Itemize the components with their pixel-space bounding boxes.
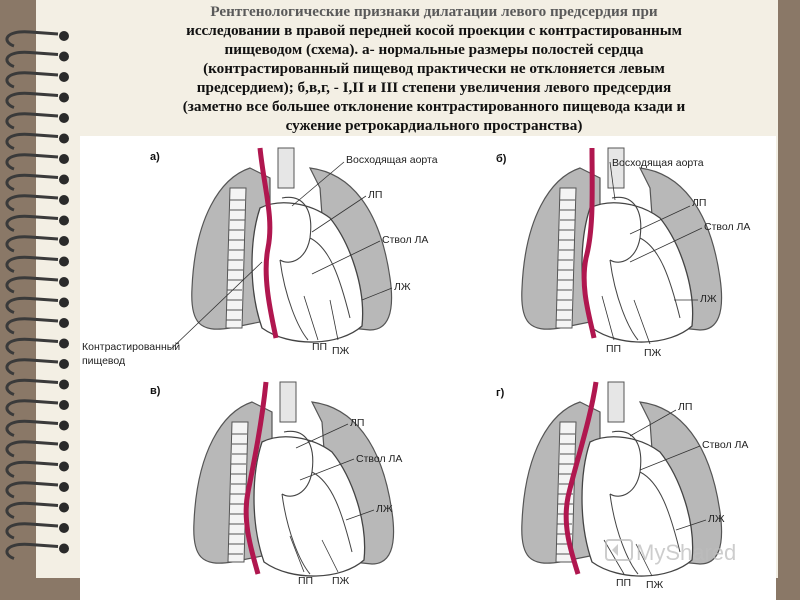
spiral-ring-icon [5, 91, 69, 109]
label-a-lzh: ЛЖ [394, 281, 411, 293]
label-b-lzh: ЛЖ [700, 293, 717, 305]
label-v-pp: ПП [298, 575, 313, 587]
label-a-esophagus-2: пищевод [82, 355, 125, 367]
label-b-la: Ствол ЛА [704, 221, 750, 233]
spiral-ring-icon [5, 153, 69, 171]
panel-b-letter: б) [496, 153, 507, 165]
spiral-ring-icon [5, 194, 69, 212]
spiral-ring-icon [5, 235, 69, 253]
spiral-ring-icon [5, 50, 69, 68]
label-g-lp: ЛП [678, 401, 692, 413]
spiral-ring-icon [5, 501, 69, 519]
spiral-ring-icon [5, 276, 69, 294]
panel-a [191, 147, 393, 343]
panel-b [521, 147, 723, 343]
spiral-ring-icon [5, 399, 69, 417]
panel-v-letter: в) [150, 385, 161, 397]
label-g-pp: ПП [616, 577, 631, 589]
spiral-ring-icon [5, 317, 69, 335]
label-b-lp: ЛП [692, 197, 706, 209]
caption-line-2: исследовании в правой передней косой про… [186, 22, 682, 39]
caption-line-7: сужение ретрокардиального пространства) [285, 117, 583, 134]
spiral-ring-icon [5, 214, 69, 232]
label-a-aorta: Восходящая аорта [346, 154, 438, 166]
caption-line-5: предсердием); б,в,г, - I,II и III степен… [196, 79, 672, 96]
spiral-ring-icon [5, 112, 69, 130]
label-b-aorta: Восходящая аорта [612, 157, 704, 169]
label-v-lzh: ЛЖ [376, 503, 393, 515]
spiral-binding [5, 30, 69, 560]
panel-a-letter: а) [150, 151, 160, 163]
spiral-ring-icon [5, 296, 69, 314]
spiral-ring-icon [5, 460, 69, 478]
label-a-pzh: ПЖ [332, 345, 350, 357]
spiral-ring-icon [5, 71, 69, 89]
label-a-pp: ПП [312, 341, 327, 353]
spiral-ring-icon [5, 30, 69, 48]
panel-g-letter: г) [496, 387, 505, 399]
label-g-lzh: ЛЖ [708, 513, 725, 525]
label-g-la: Ствол ЛА [702, 439, 748, 451]
label-b-pzh: ПЖ [644, 347, 662, 359]
spiral-ring-icon [5, 440, 69, 458]
label-a-esophagus-1: Контрастированный [82, 341, 180, 353]
panel-v [193, 381, 395, 577]
spiral-ring-icon [5, 337, 69, 355]
watermark: MyShared [605, 539, 736, 565]
spiral-ring-icon [5, 522, 69, 540]
spiral-ring-icon [5, 358, 69, 376]
label-v-lp: ЛП [350, 417, 364, 429]
label-v-pzh: ПЖ [332, 575, 350, 587]
spiral-ring-icon [5, 378, 69, 396]
label-g-pzh: ПЖ [646, 579, 664, 591]
caption-line-4: (контрастированный пищевод практически н… [203, 60, 665, 77]
spiral-ring-icon [5, 173, 69, 191]
label-a-lp: ЛП [368, 189, 382, 201]
panel-g [521, 381, 723, 577]
label-a-la: Ствол ЛА [382, 234, 428, 246]
caption-line-6: (заметно все большее отклонение контраст… [182, 98, 686, 115]
caption-line-3: пищеводом (схема). а- нормальные размеры… [224, 41, 644, 58]
spiral-ring-icon [5, 255, 69, 273]
caption-line-1: Рентгенологические признаки дилатации ле… [210, 3, 658, 20]
watermark-text: MyShared [636, 540, 736, 565]
watermark-logo-icon [605, 539, 633, 561]
spiral-ring-icon [5, 419, 69, 437]
spiral-ring-icon [5, 542, 69, 560]
spiral-ring-icon [5, 481, 69, 499]
label-b-pp: ПП [606, 343, 621, 355]
label-v-la: Ствол ЛА [356, 453, 402, 465]
spiral-ring-icon [5, 132, 69, 150]
figure-caption: Рентгенологические признаки дилатации ле… [92, 2, 776, 135]
